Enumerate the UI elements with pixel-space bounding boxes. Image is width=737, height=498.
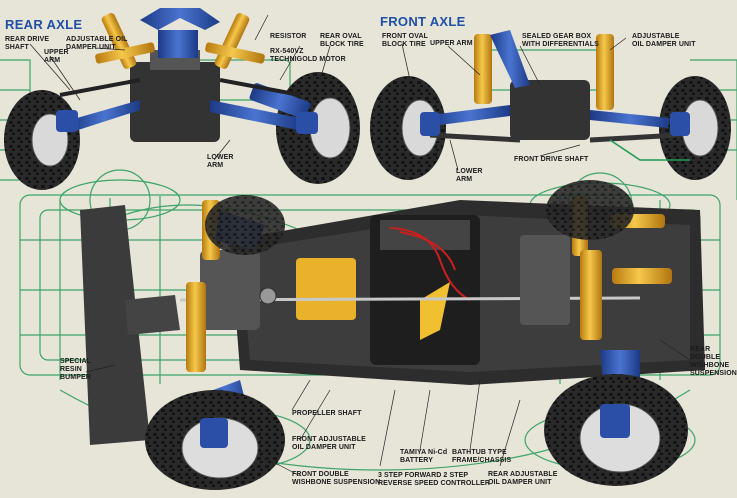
rear-axle-heading: REAR AXLE: [5, 17, 83, 32]
main-chassis: [80, 180, 705, 490]
label-bathtub-frame: BATHTUB TYPE FRAME/CHASSIS: [452, 449, 512, 464]
label-rear-adjustable-oil-damper: ADJUSTABLE OIL DAMPER UNIT: [66, 36, 128, 51]
label-rear-drive-shaft: REAR DRIVE SHAFT: [5, 36, 50, 51]
rear-gearbox: [130, 62, 220, 142]
label-rear-upper-arm: UPPER ARM: [44, 49, 69, 64]
resin-bumper-shape: [80, 205, 150, 445]
label-special-resin-bumper: SPECIAL RESIN BUMPER: [60, 358, 92, 381]
rear-right-damper: [214, 13, 250, 69]
rear-right-lower-arm: [210, 100, 300, 130]
speed-controller-block: [296, 258, 356, 320]
leader-lines: [29, 14, 691, 477]
label-rear-oval-block-tire: REAR OVAL BLOCK TIRE: [320, 33, 364, 48]
label-front-drive-shaft: FRONT DRIVE SHAFT: [514, 156, 589, 163]
label-rear-adjustable-oil-damper: REAR ADJUSTABLE OIL DAMPER UNIT: [488, 471, 558, 486]
label-resistor: RESISTOR: [270, 33, 307, 40]
front-axle-heading: FRONT AXLE: [380, 14, 466, 29]
label-speed-controller: 3 STEP FORWARD 2 STEP REVERSE SPEED CONT…: [378, 472, 491, 487]
label-rear-double-wishbone: REAR DOUBLE WISHBONE SUSPENSION: [690, 346, 737, 377]
label-front-double-wishbone: FRONT DOUBLE WISHBONE SUSPENSION: [292, 471, 381, 486]
rear-axle-assembly: [4, 8, 360, 190]
label-propeller-shaft: PROPELLER SHAFT: [292, 410, 362, 417]
label-rear-lower-arm: LOWER ARM: [207, 154, 234, 169]
label-battery: TAMIYA Ni-Cd BATTERY: [400, 449, 448, 464]
label-motor: RX-540VZ TECHNIGOLD MOTOR: [270, 48, 346, 63]
front-right-damper: [596, 34, 614, 110]
label-front-adjustable-oil-damper: FRONT ADJUSTABLE OIL DAMPER UNIT: [292, 436, 366, 451]
label-front-upper-arm: UPPER ARM: [430, 40, 473, 47]
battery-block: [370, 215, 480, 365]
front-left-damper: [474, 34, 492, 104]
label-front-adjustable-oil-damper-top: ADJUSTABLE OIL DAMPER UNIT: [632, 33, 696, 48]
label-front-oval-block-tire: FRONT OVAL BLOCK TIRE: [382, 33, 428, 48]
rear-damper-stay: [140, 8, 220, 30]
front-gearbox: [510, 80, 590, 140]
label-front-lower-arm: LOWER ARM: [456, 168, 483, 183]
label-sealed-gear-box: SEALED GEAR BOX WITH DIFFERENTIALS: [522, 33, 599, 48]
rear-left-lower-arm: [70, 100, 140, 132]
front-axle-assembly: [370, 30, 731, 180]
